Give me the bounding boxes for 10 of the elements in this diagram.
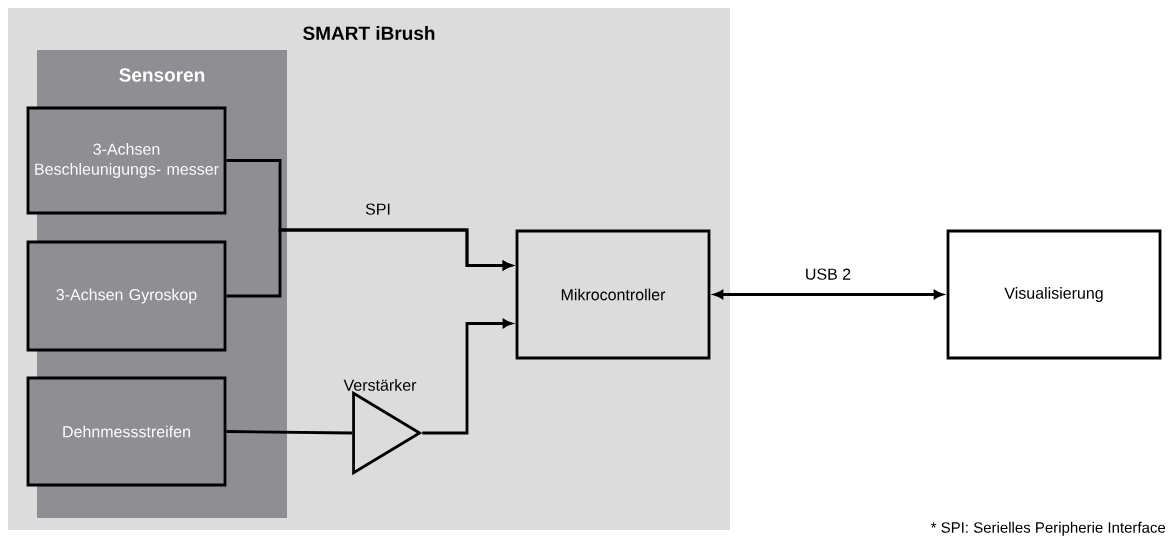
- edge-label: SPI: [365, 203, 390, 215]
- process-box: Mikrocontroller: [515, 229, 711, 360]
- node-label: Sensoren: [119, 68, 205, 82]
- sensor-box: 3-Achsen Beschleunigungs- messer: [26, 106, 227, 215]
- sensor-box: 3-Achsen Gyroskop: [26, 240, 227, 352]
- node-caption: Verstärker: [343, 379, 417, 391]
- process-box: Visualisierung: [946, 229, 1162, 360]
- edge-label: USB 2: [806, 268, 851, 280]
- sensor-box: Dehnmessstreifen: [26, 376, 227, 487]
- footnote: * SPI: Serielles Peripherie Interface: [930, 521, 1166, 536]
